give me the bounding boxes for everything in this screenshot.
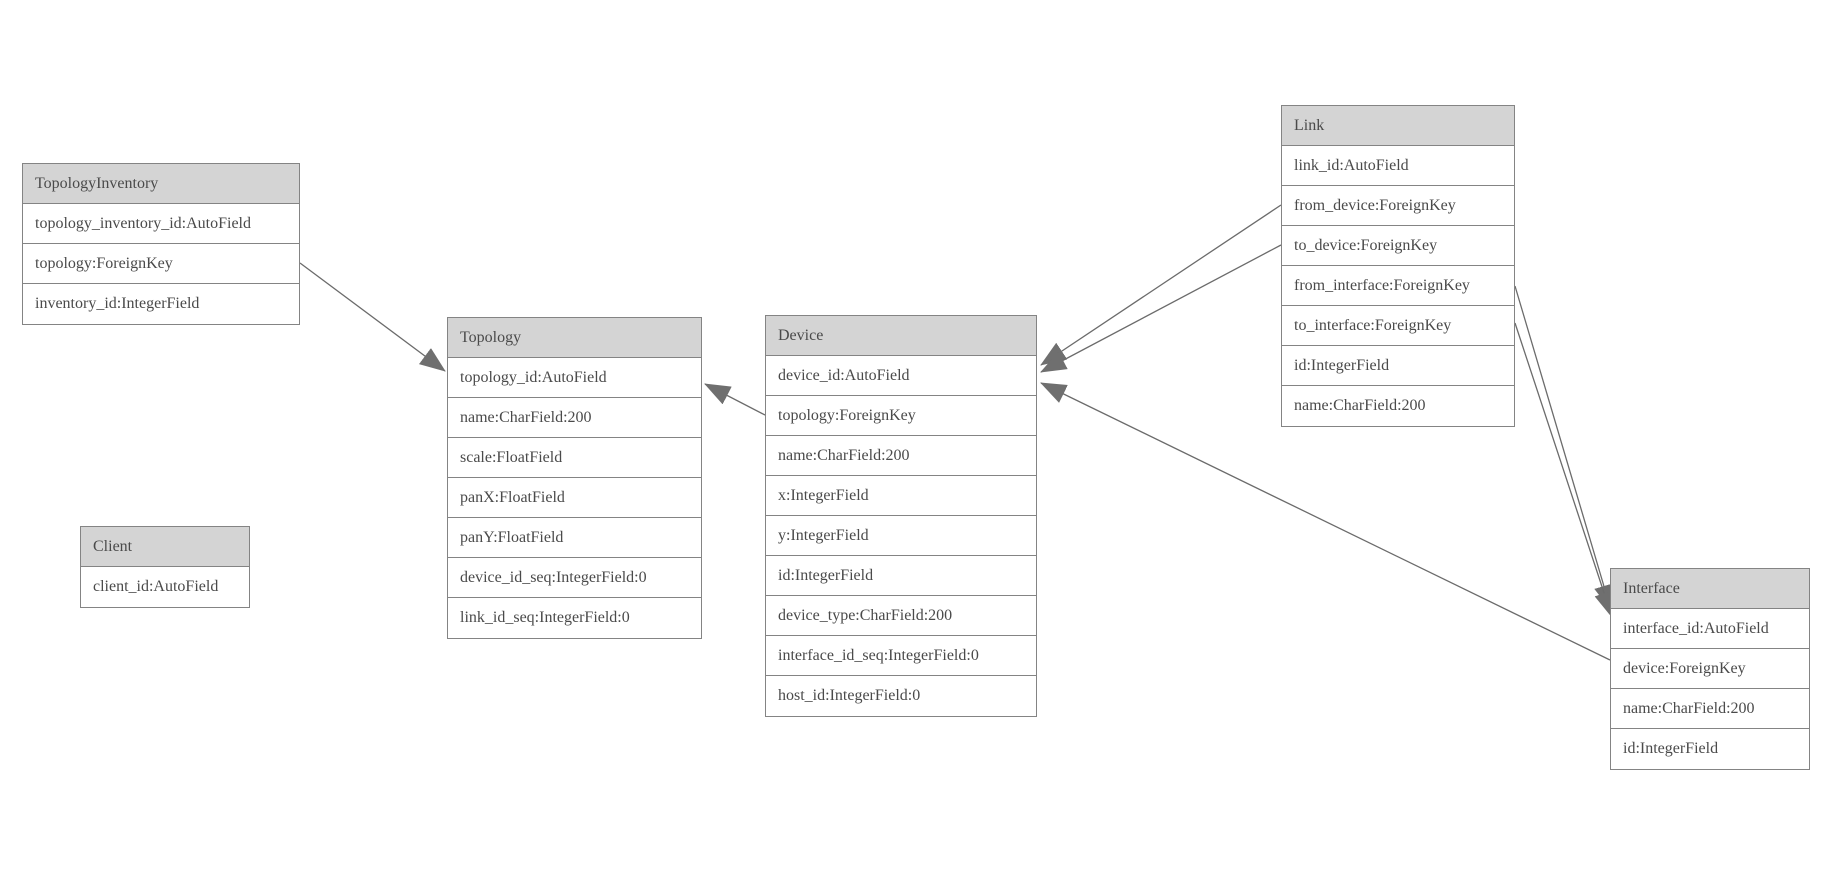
- field-row: topology:ForeignKey: [766, 396, 1036, 436]
- entity-title-topology: Topology: [448, 318, 701, 358]
- entity-title-client: Client: [81, 527, 249, 567]
- field-row: interface_id:AutoField: [1611, 609, 1809, 649]
- field-row: interface_id_seq:IntegerField:0: [766, 636, 1036, 676]
- field-row: from_device:ForeignKey: [1282, 186, 1514, 226]
- field-row: device_id_seq:IntegerField:0: [448, 558, 701, 598]
- field-row: topology_inventory_id:AutoField: [23, 204, 299, 244]
- field-row: name:CharField:200: [1282, 386, 1514, 426]
- field-row: name:CharField:200: [766, 436, 1036, 476]
- field-row: link_id:AutoField: [1282, 146, 1514, 186]
- entity-title-device: Device: [766, 316, 1036, 356]
- entity-client: Client client_id:AutoField: [80, 526, 250, 608]
- connector-topologyinventory-to-topology: [299, 262, 446, 372]
- field-row: to_interface:ForeignKey: [1282, 306, 1514, 346]
- field-row: id:IntegerField: [1282, 346, 1514, 386]
- entity-topologyinventory: TopologyInventory topology_inventory_id:…: [22, 163, 300, 325]
- field-row: name:CharField:200: [1611, 689, 1809, 729]
- entity-title-interface: Interface: [1611, 569, 1809, 609]
- connector-link-fromdevice-to-device: [1040, 204, 1282, 366]
- field-row: topology_id:AutoField: [448, 358, 701, 398]
- connector-link-frominterface-to-interface: [1514, 285, 1614, 611]
- connector-device-to-topology: [704, 383, 766, 416]
- entity-fields-client: client_id:AutoField: [81, 567, 249, 607]
- field-row: y:IntegerField: [766, 516, 1036, 556]
- entity-title-link: Link: [1282, 106, 1514, 146]
- field-row: inventory_id:IntegerField: [23, 284, 299, 324]
- field-row: x:IntegerField: [766, 476, 1036, 516]
- field-row: panY:FloatField: [448, 518, 701, 558]
- connector-link-tointerface-to-interface: [1514, 322, 1614, 618]
- connector-link-todevice-to-device: [1040, 244, 1282, 373]
- field-row: id:IntegerField: [766, 556, 1036, 596]
- field-row: name:CharField:200: [448, 398, 701, 438]
- field-row: panX:FloatField: [448, 478, 701, 518]
- field-row: link_id_seq:IntegerField:0: [448, 598, 701, 638]
- field-row: scale:FloatField: [448, 438, 701, 478]
- field-row: device:ForeignKey: [1611, 649, 1809, 689]
- field-row: client_id:AutoField: [81, 567, 249, 607]
- connector-interface-to-device: [1040, 382, 1611, 661]
- entity-title-topologyinventory: TopologyInventory: [23, 164, 299, 204]
- field-row: id:IntegerField: [1611, 729, 1809, 769]
- field-row: from_interface:ForeignKey: [1282, 266, 1514, 306]
- field-row: topology:ForeignKey: [23, 244, 299, 284]
- field-row: to_device:ForeignKey: [1282, 226, 1514, 266]
- field-row: device_type:CharField:200: [766, 596, 1036, 636]
- field-row: host_id:IntegerField:0: [766, 676, 1036, 716]
- field-row: device_id:AutoField: [766, 356, 1036, 396]
